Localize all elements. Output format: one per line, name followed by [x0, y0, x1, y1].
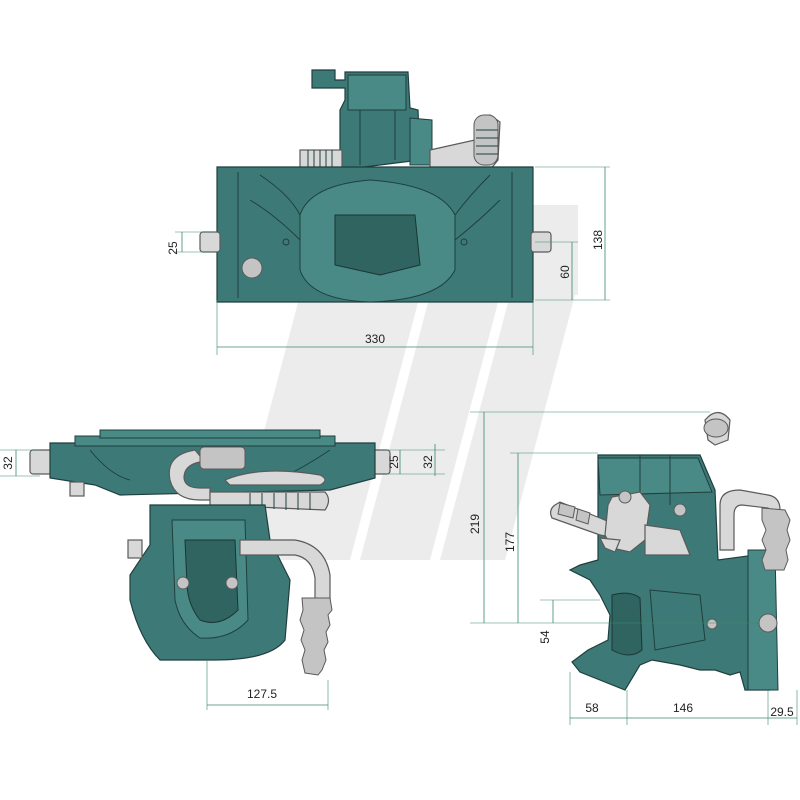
bent-pipe-icon — [239, 539, 333, 676]
handle-icon — [429, 114, 501, 171]
dim-side-58: 58 — [585, 701, 599, 715]
side-view-dimensions: 219 177 54 58 146 29.5 — [468, 411, 798, 725]
front-view — [29, 429, 391, 676]
dim-front-32-left: 32 — [1, 456, 15, 470]
dim-side-146: 146 — [673, 701, 693, 715]
dim-top-25: 25 — [166, 241, 180, 255]
top-view — [199, 69, 552, 303]
side-view — [549, 411, 791, 691]
side-pipe-icon — [719, 489, 791, 571]
dim-front-32-right: 32 — [421, 455, 435, 469]
front-view-dimensions: 32 25 32 127.5 — [0, 444, 445, 710]
dim-side-219: 219 — [468, 514, 482, 534]
dim-front-127-5: 127.5 — [247, 687, 277, 701]
dim-top-330: 330 — [365, 332, 385, 346]
lever-icon — [549, 490, 691, 556]
top-view-dimensions: 25 60 138 330 — [166, 166, 610, 355]
dim-top-60: 60 — [558, 265, 572, 279]
dim-top-138: 138 — [591, 230, 605, 250]
dim-side-177: 177 — [503, 532, 517, 552]
cap-icon — [703, 411, 731, 446]
dim-side-29-5: 29.5 — [770, 705, 794, 719]
dim-front-25: 25 — [387, 455, 401, 469]
dim-side-54: 54 — [538, 630, 552, 644]
